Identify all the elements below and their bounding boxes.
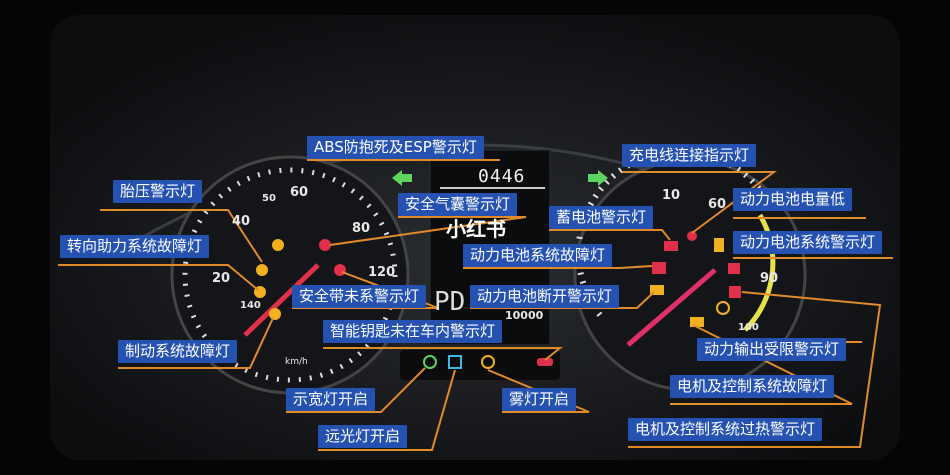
label-motor-overheat: 电机及控制系统过热警示灯 — [628, 418, 823, 441]
charging-cable-icon — [687, 231, 697, 241]
seatbelt-icon — [334, 264, 346, 276]
label-battery-low: 动力电池电量低 — [733, 188, 853, 211]
label-seatbelt: 安全带未系警示灯 — [292, 285, 427, 308]
speed-tick: 40 — [232, 214, 251, 229]
airbag-icon — [319, 239, 331, 251]
motor-overheat-icon — [729, 286, 741, 298]
label-high-beam: 远光灯开启 — [318, 425, 408, 448]
traction-battery-disconnect-icon — [650, 285, 664, 295]
motor-fault-icon — [690, 317, 704, 327]
traction-battery-warning-icon — [728, 263, 740, 274]
power-tick: 60 — [708, 197, 727, 212]
battery-low-icon — [714, 238, 724, 252]
label-fog-lamp: 雾灯开启 — [502, 388, 577, 411]
label-motor-fault: 电机及控制系统故障灯 — [670, 375, 835, 398]
power-limited-icon — [716, 301, 730, 315]
odometer: 0446 — [478, 166, 526, 187]
label-power-limited: 动力输出受限警示灯 — [697, 338, 847, 361]
speed-tick: 50 — [262, 193, 276, 204]
label-tire-pressure: 胎压警示灯 — [113, 180, 203, 203]
smart-key-car-icon — [537, 358, 553, 366]
speed-tick: 80 — [352, 221, 371, 236]
speedometer-ticks — [182, 167, 398, 383]
speed-tick: 60 — [290, 185, 309, 200]
power-tick: 90 — [760, 271, 779, 286]
label-traction-battery-disconnect: 动力电池断开警示灯 — [470, 285, 620, 308]
power-needle — [626, 268, 717, 347]
tire-pressure-icon — [256, 264, 268, 276]
label-traction-battery-fault: 动力电池系统故障灯 — [463, 244, 613, 267]
power-tick: 100 — [738, 322, 759, 333]
label-position-lamp: 示宽灯开启 — [286, 388, 376, 411]
trip-readout: 10000 — [505, 309, 544, 322]
speed-tick: 20 — [212, 271, 231, 286]
label-traction-battery-warning: 动力电池系统警示灯 — [733, 231, 883, 254]
label-battery: 蓄电池警示灯 — [549, 206, 654, 229]
label-charging-cable: 充电线连接指示灯 — [622, 144, 757, 167]
label-smart-key: 智能钥匙未在车内警示灯 — [323, 320, 503, 343]
brake-icon — [269, 308, 281, 320]
speed-tick: 140 — [240, 300, 261, 311]
watermark: 小红书 — [446, 217, 506, 241]
traction-battery-fault-icon — [652, 262, 666, 274]
label-airbag: 安全气囊警示灯 — [398, 193, 518, 216]
battery-icon — [664, 241, 678, 251]
abs-icon — [272, 239, 284, 251]
right-turn-signal-icon — [588, 170, 608, 186]
power-regen-arc — [743, 213, 776, 332]
gear-indicator: PD — [434, 287, 466, 317]
position-lamp-icon — [423, 355, 437, 369]
speed-tick: 120 — [368, 265, 396, 280]
label-abs-esp: ABS防抱死及ESP警示灯 — [307, 136, 484, 159]
label-power-steering: 转向助力系统故障灯 — [60, 235, 210, 258]
speed-unit: km/h — [285, 357, 308, 367]
power-tick: 10 — [662, 188, 681, 203]
left-turn-signal-icon — [392, 170, 412, 186]
speed-needle — [243, 263, 320, 337]
label-brake-system: 制动系统故障灯 — [118, 340, 238, 363]
high-beam-icon — [448, 355, 462, 369]
indicator-strip — [400, 350, 560, 380]
fog-lamp-icon — [481, 355, 495, 369]
